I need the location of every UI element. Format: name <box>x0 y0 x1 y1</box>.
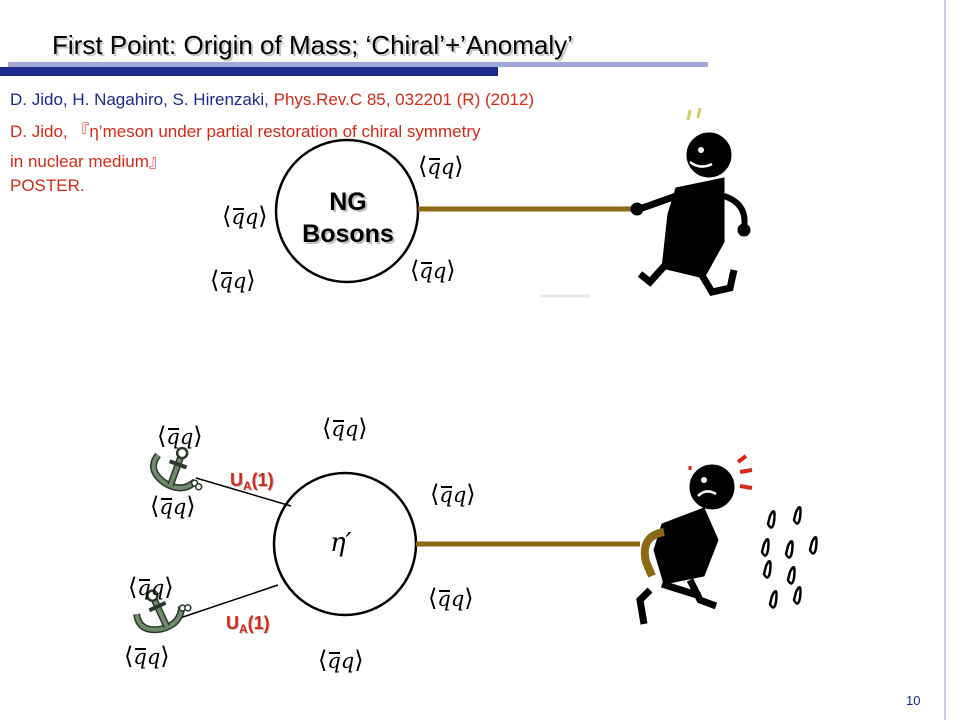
reference-authors: D. Jido, H. Nagahiro, S. Hirenzaki, <box>10 90 269 109</box>
q: q <box>450 587 465 611</box>
q: q <box>172 495 187 519</box>
reference-line-3: in nuclear medium』 <box>10 152 166 171</box>
ua1-lower-main: U <box>226 613 239 633</box>
slide-title: First Point: Origin of Mass; ‘Chiral’+’A… <box>52 30 573 60</box>
condensate-label: ⟨qq⟩ <box>318 646 364 674</box>
sweat-drops-icon <box>760 505 818 609</box>
q-bar: q <box>219 269 233 293</box>
q-bar: q <box>427 155 441 179</box>
lower-anchor-line <box>179 584 279 619</box>
q: q <box>432 259 447 283</box>
ua1-lower-sub: A <box>239 622 248 636</box>
q-bar: q <box>137 576 151 600</box>
pulling-figure-struggling-icon <box>636 454 753 625</box>
condensate-label: ⟨qq⟩ <box>128 573 174 601</box>
ng-label-line-1: NG <box>329 188 367 216</box>
condensate-label: ⟨qq⟩ <box>157 422 203 450</box>
eta-prime-label: η′ <box>330 528 352 558</box>
right-rule <box>944 0 946 720</box>
condensate-label: ⟨qq⟩ <box>418 152 464 180</box>
condensate-label: ⟨qq⟩ <box>410 256 456 284</box>
reference-journal: Phys.Rev.C 85, 032201 (R) (2012) <box>268 90 535 109</box>
q: q <box>179 425 194 449</box>
q-bar: q <box>327 649 341 673</box>
ua1-lower-tail: (1) <box>247 613 270 633</box>
upper-anchor-line <box>195 477 292 507</box>
q: q <box>452 483 467 507</box>
ua1-label-upper: UA(1) <box>230 470 274 493</box>
reference-line-4: POSTER. <box>10 176 85 195</box>
ua1-label-lower: UA(1) <box>226 613 270 636</box>
q-bar: q <box>166 425 180 449</box>
q: q <box>146 645 161 669</box>
condensate-label: ⟨qq⟩ <box>210 266 256 294</box>
reference-line-1: D. Jido, H. Nagahiro, S. Hirenzaki, Phys… <box>10 90 534 110</box>
ng-bosons-label: NG Bosons <box>298 186 398 250</box>
reference-line-2: D. Jido, 『η’meson under partial restorat… <box>10 122 481 141</box>
condensate-label: ⟨qq⟩ <box>430 480 476 508</box>
ua1-upper-sub: A <box>243 479 252 493</box>
q: q <box>232 269 247 293</box>
q-bar: q <box>159 495 173 519</box>
pulling-figure-happy-icon <box>630 107 751 296</box>
anchor-icon <box>133 589 192 634</box>
title-underline-bar <box>0 67 498 76</box>
q: q <box>440 155 455 179</box>
q: q <box>344 417 359 441</box>
condensate-label: ⟨qq⟩ <box>150 492 196 520</box>
q-bar: q <box>231 205 245 229</box>
page-number: 10 <box>906 693 921 708</box>
ua1-upper-main: U <box>230 470 243 490</box>
q: q <box>340 649 355 673</box>
condensate-label: ⟨qq⟩ <box>124 642 170 670</box>
ng-label-line-2: Bosons <box>302 220 394 248</box>
ua1-upper-tail: (1) <box>251 470 274 490</box>
q-bar: q <box>133 645 147 669</box>
title-underline-shadow <box>8 62 708 67</box>
q: q <box>244 205 259 229</box>
q-bar: q <box>437 587 451 611</box>
q: q <box>150 576 165 600</box>
anchor-icon <box>150 446 203 492</box>
condensate-label: ⟨qq⟩ <box>222 202 268 230</box>
q-bar: q <box>439 483 453 507</box>
condensate-label: ⟨qq⟩ <box>428 584 474 612</box>
q-bar: q <box>331 417 345 441</box>
condensate-label: ⟨qq⟩ <box>322 414 368 442</box>
q-bar: q <box>419 259 433 283</box>
